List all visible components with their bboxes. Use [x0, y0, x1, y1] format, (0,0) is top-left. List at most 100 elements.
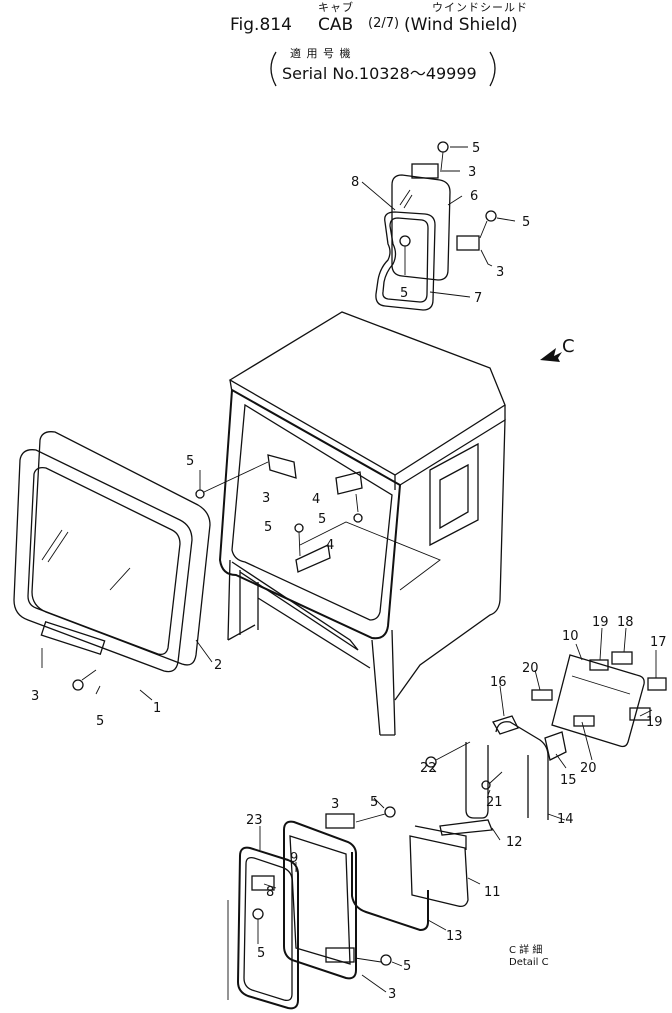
view-c-label: C	[562, 336, 575, 357]
callout-18: 18	[617, 615, 634, 630]
callout-5: 5	[472, 141, 480, 156]
part-3-bracket	[267, 454, 297, 479]
part-5-bolt-l1	[195, 489, 205, 499]
part-1-glass-outer	[13, 449, 193, 673]
cab-sill	[231, 561, 359, 651]
callout-20: 20	[580, 761, 597, 776]
part-8-bracket	[251, 875, 275, 891]
part-20-pad-b	[573, 715, 595, 727]
cab-posts	[227, 559, 396, 736]
roof-edges	[229, 379, 506, 490]
bracket-left	[270, 51, 277, 87]
door-leaders	[257, 797, 403, 993]
part-5-bolt-l2	[353, 513, 363, 523]
callout-2: 2	[214, 658, 222, 673]
side-window-assembly	[361, 141, 516, 311]
callout-20: 20	[522, 661, 539, 676]
callout-7: 7	[474, 291, 482, 306]
header-kana-wind: ウインドシールド	[432, 1, 528, 14]
figure-title: CAB	[318, 15, 354, 35]
callout-19: 19	[646, 715, 663, 730]
glass-glint	[399, 189, 413, 209]
front-windshield	[13, 431, 213, 701]
part-3-hinge-top	[411, 163, 439, 179]
detail-c-assembly	[351, 627, 667, 932]
callout-11: 11	[484, 885, 501, 900]
detail-c-label: Detail C	[509, 957, 549, 968]
callout-5: 5	[400, 286, 408, 301]
part-5-bolt-d1	[384, 806, 396, 818]
side-window-frame	[429, 442, 479, 547]
callout-23: 23	[246, 813, 263, 828]
part-12-rod	[439, 819, 493, 836]
header-kana-cab: キャブ	[318, 1, 354, 14]
callout-3: 3	[496, 265, 504, 280]
part-9-frame	[283, 820, 357, 980]
part-21-bolt	[481, 780, 491, 790]
side-window-inner	[439, 463, 469, 530]
callout-8: 8	[351, 175, 359, 190]
part-23-frame	[236, 846, 299, 1010]
part-4-bracket-upper	[335, 471, 363, 495]
part-5-bolt-d2	[252, 908, 264, 920]
part-2-seal-outer	[31, 431, 211, 666]
applicability-kana: 適 用 号 機	[290, 47, 352, 60]
callout-1: 1	[153, 701, 161, 716]
detail-c-leaders	[427, 627, 657, 931]
part-22-bolt	[425, 756, 437, 768]
page-fraction: (2/7)	[368, 16, 400, 31]
door-window-assembly	[227, 797, 403, 1010]
figure-number: Fig.814	[230, 15, 292, 35]
part-11-plate	[409, 835, 469, 908]
part-3-hinge-side	[456, 235, 480, 251]
part-3-hinge-window	[40, 620, 106, 656]
bolt-shanks	[404, 151, 488, 275]
part-16-clip	[492, 715, 519, 735]
bracket-right	[489, 51, 496, 87]
figure-subtitle: (Wind Shield)	[404, 15, 518, 35]
part-20-pad-a	[531, 689, 553, 701]
cab-roof	[228, 311, 506, 476]
cab-floor-line	[299, 521, 441, 591]
callout-14: 14	[557, 812, 574, 827]
cab-side	[394, 418, 506, 701]
callout-5: 5	[370, 795, 378, 810]
part-5-bolt-side	[485, 210, 497, 222]
cab-lower	[227, 582, 371, 669]
callout-3: 3	[388, 987, 396, 1002]
callout-5: 5	[522, 215, 530, 230]
part-1-glass-inner	[27, 466, 181, 656]
callout-19: 19	[592, 615, 609, 630]
callout-17: 17	[650, 635, 667, 650]
part-23-frame-inner	[243, 856, 293, 1002]
callout-3: 3	[468, 165, 476, 180]
part-11-top	[414, 825, 467, 850]
part-18-pad	[611, 651, 633, 665]
callout-3: 3	[31, 689, 39, 704]
part-6-glass	[391, 174, 451, 281]
callout-labels: 5 3 8 6 5 5 3 7 5 3 4 5 5 4 2 3 5 1 10 1…	[31, 141, 667, 1002]
callout-3: 3	[331, 797, 339, 812]
part-3-hinge-door-bottom	[325, 947, 355, 963]
callout-5: 5	[96, 714, 104, 729]
cab-body	[195, 311, 562, 736]
callout-9: 9	[290, 851, 298, 866]
part-5-bolt-l3	[294, 523, 304, 533]
part-14-handle	[465, 721, 549, 820]
top-leaders	[361, 146, 516, 298]
part-17-pad	[647, 677, 667, 691]
detail-c-kana: C 詳 細	[509, 943, 542, 956]
part-5-bolt-inner	[399, 235, 411, 247]
callout-10: 10	[562, 629, 579, 644]
glass-glints	[41, 529, 131, 591]
callout-5: 5	[264, 520, 272, 535]
part-4-bracket-lower	[295, 544, 331, 573]
callout-5: 5	[403, 959, 411, 974]
callout-15: 15	[560, 773, 577, 788]
part-9-frame-inner	[289, 835, 351, 965]
callout-13: 13	[446, 929, 463, 944]
part-19-pad-a	[589, 659, 609, 671]
callout-21: 21	[486, 795, 503, 810]
plate-dots	[571, 675, 631, 695]
callout-3: 3	[262, 491, 270, 506]
